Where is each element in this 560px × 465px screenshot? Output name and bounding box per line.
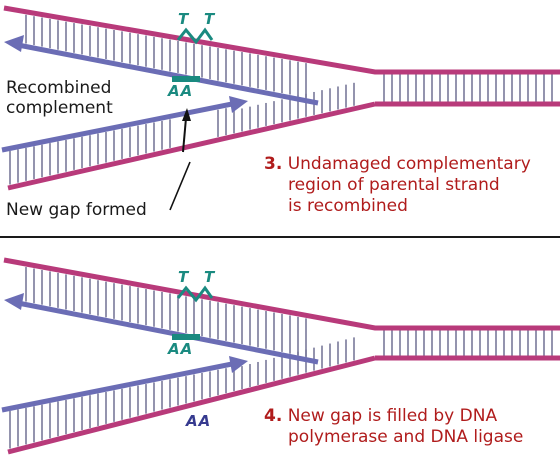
panel-bottom-drawing [1,257,560,455]
panel-top-drawing [1,5,560,211]
panel-divider [0,236,560,238]
recombined-complement-label: Recombined complement [6,78,113,118]
recombined-complement-strand [17,42,319,106]
recombined-complement-line2: complement [6,98,113,118]
complement-bases-label: AA [168,82,194,100]
step-3-line1: Undamaged complementary [287,154,531,174]
filled-bases-label: AA [186,412,212,430]
arrowhead-left [4,35,24,52]
parental-strand-lower [7,355,376,455]
step-4-caption: 4. New gap is filled by DNA polymerase a… [264,406,523,448]
parental-strand-lower [7,101,376,191]
dimer-t2-label: T [204,268,216,286]
thymine-dimer [172,285,214,340]
arrowhead-right [229,356,248,373]
dimer-t1-label: T [178,10,190,28]
step-4-line1: New gap is filled by DNA [287,406,498,426]
step-4-line2: polymerase and DNA ligase [288,427,524,447]
arrowhead-left [4,293,24,310]
dimer-t1-label: T [178,268,190,286]
recombined-complement-line1: Recombined [6,78,112,98]
thymine-dimer [172,27,214,82]
parental-strand-upper [3,257,560,331]
step-3-caption: 3. Undamaged complementary region of par… [264,154,531,217]
arrowhead-right [229,96,248,113]
parental-strand-upper [3,5,560,75]
step-3-line3: is recombined [288,196,408,216]
new-gap-label: New gap formed [6,200,147,220]
step-3-number: 3. [264,154,283,174]
dimer-t2-label: T [204,10,216,28]
step-3-line2: region of parental strand [288,175,500,195]
daughter-strand-filled [1,361,233,413]
panel-recombination: T T AA Recombined complement New gap for… [0,0,560,225]
base-pair-rungs [9,14,553,185]
daughter-strand-lower [1,101,233,153]
new-gap-leader-line [169,161,191,211]
gap-pointer-arrow [182,117,187,153]
complement-bases-label: AA [168,340,194,358]
recombined-complement-strand [17,300,319,365]
step-4-number: 4. [264,406,283,426]
base-pair-rungs [9,267,553,449]
gap-pointer-arrowhead [182,108,191,121]
panel-gap-filling: T T AA AA 4. New gap is filled by DNA po… [0,240,560,465]
